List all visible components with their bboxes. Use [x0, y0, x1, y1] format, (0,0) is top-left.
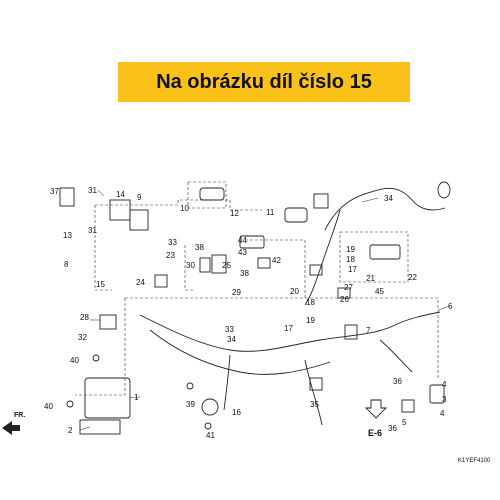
callout-label: 27: [344, 283, 353, 292]
callout-label: 43: [238, 248, 247, 257]
group-outlines: [75, 181, 439, 396]
callout-label: 40: [70, 356, 79, 365]
callout-label: 36: [388, 424, 397, 433]
callout-label: 26: [340, 295, 349, 304]
callout-label: 41: [206, 431, 215, 440]
callout-labels: 1 2 3 4 4 5 6 7 8 9 10 11 12 13 14 15 16…: [44, 186, 453, 440]
callout-label: 24: [136, 278, 145, 287]
diagram-code: K1YEF4100: [458, 458, 491, 464]
callout-label: 31: [88, 226, 97, 235]
callout-label: 8: [64, 260, 69, 269]
section-ref-label: E-6: [368, 428, 382, 438]
callout-label: 23: [166, 251, 175, 260]
harness-parts: [59, 181, 451, 435]
callout-label: 17: [348, 265, 357, 274]
callout-label: 34: [384, 194, 393, 203]
callout-label: 33: [225, 325, 234, 334]
callout-label: 17: [284, 324, 293, 333]
section-reference: E-6: [364, 399, 388, 438]
callout-label: 15: [96, 280, 105, 289]
callout-label: 18: [306, 298, 315, 307]
callout-label: 39: [186, 400, 195, 409]
callout-label: 2: [68, 426, 73, 435]
callout-label: 11: [266, 208, 275, 217]
callout-label: 14: [116, 190, 125, 199]
callout-label: 13: [63, 231, 72, 240]
callout-label: 25: [222, 261, 231, 270]
callout-label: 3: [442, 395, 447, 404]
callout-label: 33: [168, 238, 177, 247]
callout-label: 4: [442, 380, 447, 389]
callout-label: 30: [186, 261, 195, 270]
callout-label: 21: [366, 274, 375, 283]
callout-label: 31: [88, 186, 97, 195]
callout-label: 10: [180, 204, 189, 213]
callout-label: 29: [232, 288, 241, 297]
callout-label: 32: [78, 333, 87, 342]
callout-label: 9: [137, 193, 142, 202]
banner-text: Na obrázku díl číslo 15: [156, 70, 372, 93]
callout-label: 28: [80, 313, 89, 322]
callout-label: 18: [346, 255, 355, 264]
part-number-banner: Na obrázku díl číslo 15: [118, 62, 410, 102]
callout-label: 19: [346, 245, 355, 254]
callout-label: 37: [50, 187, 59, 196]
callout-label: 45: [375, 287, 384, 296]
callout-leaders: [79, 189, 451, 431]
callout-label: 7: [366, 326, 371, 335]
callout-label: 5: [402, 418, 407, 427]
callout-label: 16: [232, 408, 241, 417]
front-direction-indicator: FR.: [2, 412, 25, 435]
callout-label: 20: [290, 287, 299, 296]
callout-label: 4: [440, 409, 445, 418]
callout-label: 6: [448, 302, 453, 311]
callout-label: 38: [195, 243, 204, 252]
callout-label: 36: [393, 377, 402, 386]
callout-label: 42: [272, 256, 281, 265]
callout-label: 22: [408, 273, 417, 282]
callout-label: 40: [44, 402, 53, 411]
callout-label: 38: [240, 269, 249, 278]
callout-label: 19: [306, 316, 315, 325]
callout-label: 35: [310, 400, 319, 409]
callout-label: 12: [230, 209, 239, 218]
callout-label: 44: [238, 236, 247, 245]
direction-label: FR.: [14, 412, 25, 419]
callout-label: 34: [227, 335, 236, 344]
